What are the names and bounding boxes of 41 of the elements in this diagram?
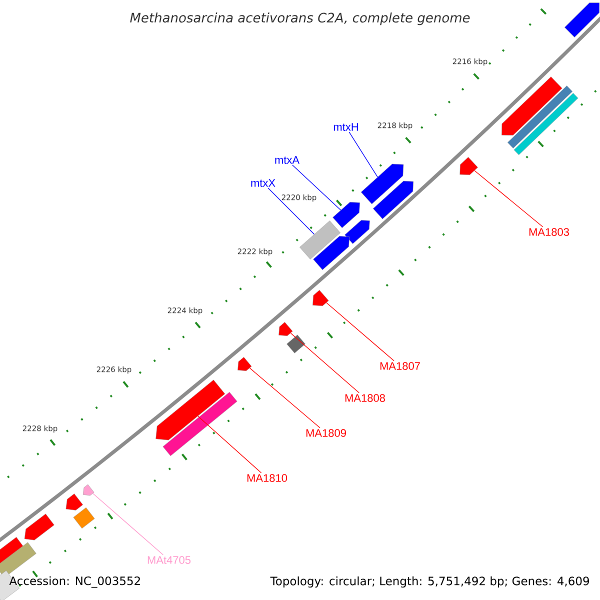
accession-text: Accession: NC_003552 [9, 576, 140, 588]
gene-label: MA1809 [306, 429, 346, 437]
gene-feature [312, 290, 329, 306]
gene-feature [460, 156, 478, 176]
leader-line [249, 368, 320, 428]
leader-line [474, 170, 544, 228]
gene-feature [82, 484, 94, 496]
gene-feature [332, 202, 360, 228]
gene-feature [286, 334, 306, 354]
leader-line [92, 493, 164, 556]
gene-label: MA1808 [345, 394, 385, 402]
gene-feature [162, 392, 238, 456]
gene-feature [73, 507, 95, 529]
leader-line [290, 332, 360, 394]
gene-feature [313, 236, 350, 270]
title: Methanosarcina acetivorans C2A, complete genome [130, 12, 470, 26]
leader-line [326, 302, 394, 362]
gene-feature [344, 220, 370, 244]
gene-feature [300, 220, 340, 260]
gene-feature [278, 322, 293, 336]
gene-label: MAt4705 [148, 556, 191, 564]
gene-feature [66, 494, 83, 510]
gene-label: MA1803 [529, 228, 569, 236]
gene-feature [514, 92, 578, 156]
leader-line [268, 188, 315, 235]
leader-line [292, 164, 342, 210]
gene-label: mtxA [275, 156, 300, 164]
gene-feature [24, 514, 54, 540]
gene-feature [156, 380, 226, 440]
gene-label: mtxH [334, 123, 358, 131]
leader-line [348, 132, 378, 178]
gene-feature [564, 2, 600, 38]
gene-feature [372, 180, 414, 220]
gene-label: MA1810 [247, 474, 288, 482]
gene-label: MA1807 [380, 362, 420, 370]
gene-feature [360, 164, 404, 204]
topology-text: Topology: circular; Length: 5,751,492 bp; Genes: 4,609 [270, 576, 589, 588]
gene-label: mtxX [251, 179, 276, 187]
gene-feature [238, 357, 252, 371]
gene-feature [502, 76, 562, 136]
gene-feature [507, 86, 573, 148]
